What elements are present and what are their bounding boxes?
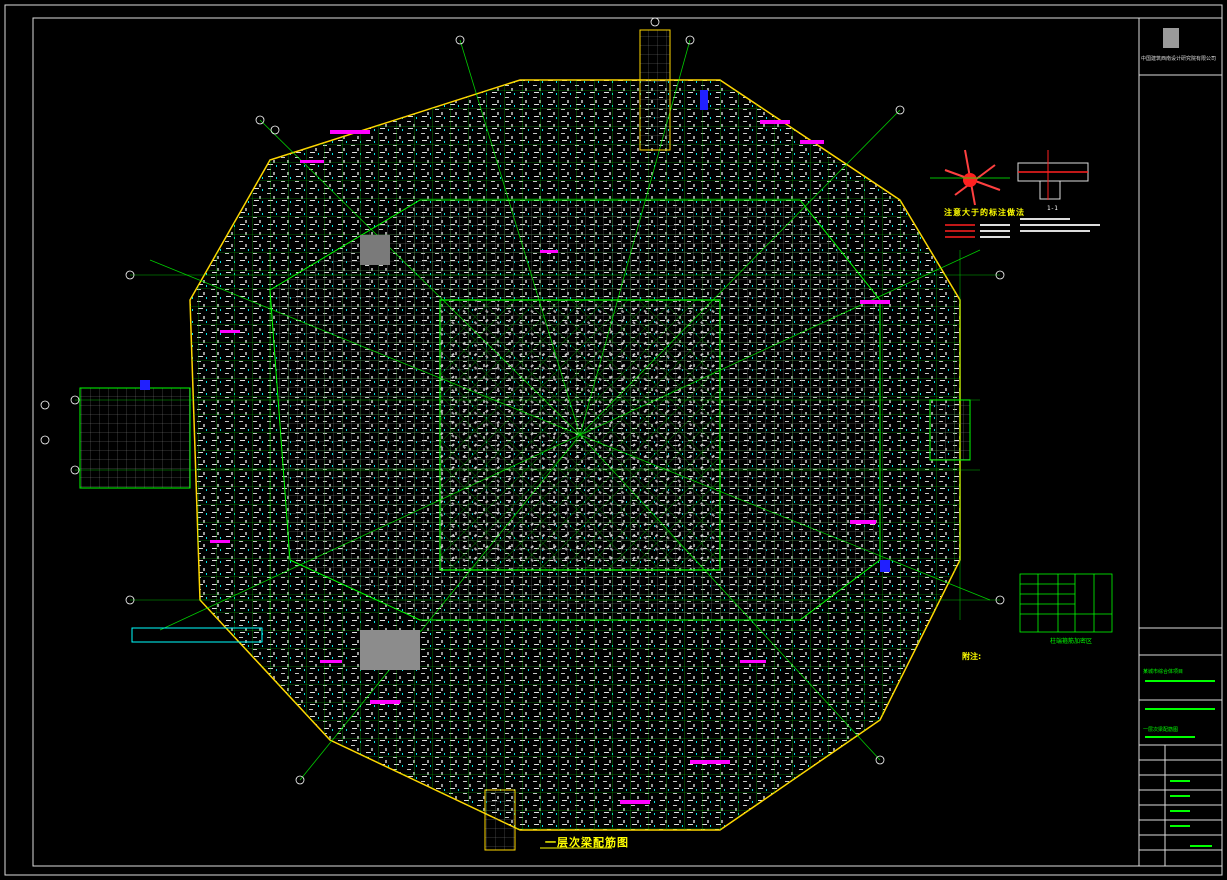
axis-grid bbox=[75, 250, 1000, 620]
section-detail bbox=[1017, 150, 1100, 232]
title-block bbox=[1138, 18, 1222, 866]
notes-heading: 附注: bbox=[962, 652, 982, 661]
sheet-name: 一层次梁配筋图 bbox=[1143, 727, 1179, 733]
table-caption: 柱端箍筋加密区 bbox=[1050, 638, 1093, 645]
southwest-annex bbox=[131, 627, 263, 643]
company-name: 中国建筑西南设计研究院有限公司 bbox=[1141, 56, 1217, 62]
rebar-detail-legend bbox=[930, 149, 1010, 238]
grid-bubbles bbox=[40, 17, 1005, 785]
notes-panel: 附注: bbox=[962, 652, 1134, 662]
column-table bbox=[1019, 573, 1113, 633]
project-name: 某城市综合体项目 bbox=[1143, 669, 1184, 675]
south-wing bbox=[484, 789, 516, 851]
building-plan bbox=[40, 17, 1005, 851]
east-wing bbox=[929, 399, 971, 461]
legend-title: 注意大于的标注做法 bbox=[944, 208, 1025, 217]
title-block-green-text bbox=[1145, 680, 1215, 847]
inner-frame bbox=[32, 17, 1223, 867]
west-wing bbox=[79, 387, 191, 489]
radial-grid-lines bbox=[149, 39, 991, 781]
core-block bbox=[360, 235, 390, 265]
drawing-title: 一层次梁配筋图 bbox=[545, 836, 629, 849]
blue-marks bbox=[140, 90, 890, 572]
rebar-marks bbox=[210, 120, 890, 804]
section-label: 1-1 bbox=[1047, 205, 1058, 212]
north-wing bbox=[639, 29, 671, 151]
stair-block bbox=[360, 630, 420, 670]
